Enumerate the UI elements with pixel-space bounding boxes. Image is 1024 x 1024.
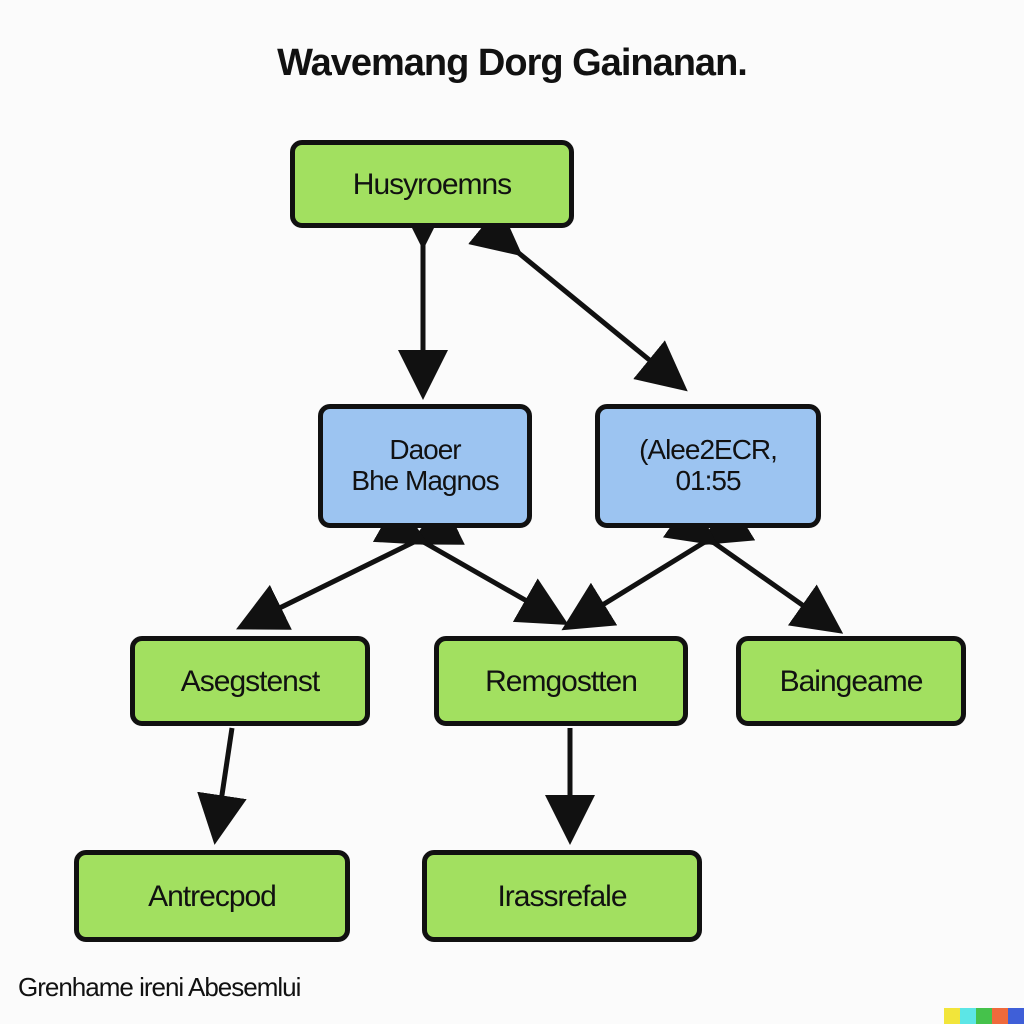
edge-midright-row3right: [662, 496, 844, 634]
node-row3-mid-label: Remgostten: [485, 664, 638, 698]
palette-swatch-orange: [992, 1008, 1008, 1024]
edge-top-midright: [468, 205, 688, 392]
node-row4-left-label: Antrecpod: [148, 879, 277, 913]
node-top-label: Husyroemns: [352, 167, 512, 201]
node-row3-left: Asegstenst: [130, 636, 370, 726]
node-row4-mid-label: Irassrefale: [497, 879, 627, 913]
node-mid-left-line1: Daoer: [389, 434, 461, 466]
node-mid-left: Daoer Bhe Magnos: [318, 404, 532, 528]
node-mid-right: (Alee2ECR, 01:55: [595, 404, 821, 528]
footer-caption: Grenhame ireni Abesemlui: [18, 972, 301, 1002]
node-mid-right-line2: 01:55: [675, 465, 741, 496]
node-mid-left-line2: Bhe Magnos: [351, 465, 499, 496]
edge-midright-row3mid: [561, 497, 756, 631]
palette-swatch-green: [976, 1008, 992, 1024]
edge-midleft-row3left: [236, 499, 465, 630]
node-row3-left-label: Asegstenst: [180, 664, 320, 698]
edge-row3left-row4left: [197, 727, 247, 845]
palette-swatch-yellow: [944, 1008, 960, 1024]
diagram-title: Wavemang Dorg Gainanan.: [277, 42, 748, 84]
node-row3-right: Baingeame: [736, 636, 966, 726]
node-row3-right-label: Baingeame: [779, 664, 924, 698]
node-mid-right-line1: (Alee2ECR,: [639, 434, 778, 466]
edge-midleft-row3mid: [372, 498, 569, 625]
node-row4-mid: Irassrefale: [422, 850, 702, 942]
node-top: Husyroemns: [290, 140, 574, 228]
palette-swatch-blue: [1008, 1008, 1024, 1024]
palette-swatch-cyan: [960, 1008, 976, 1024]
node-row3-mid: Remgostten: [434, 636, 688, 726]
node-row4-left: Antrecpod: [74, 850, 350, 942]
